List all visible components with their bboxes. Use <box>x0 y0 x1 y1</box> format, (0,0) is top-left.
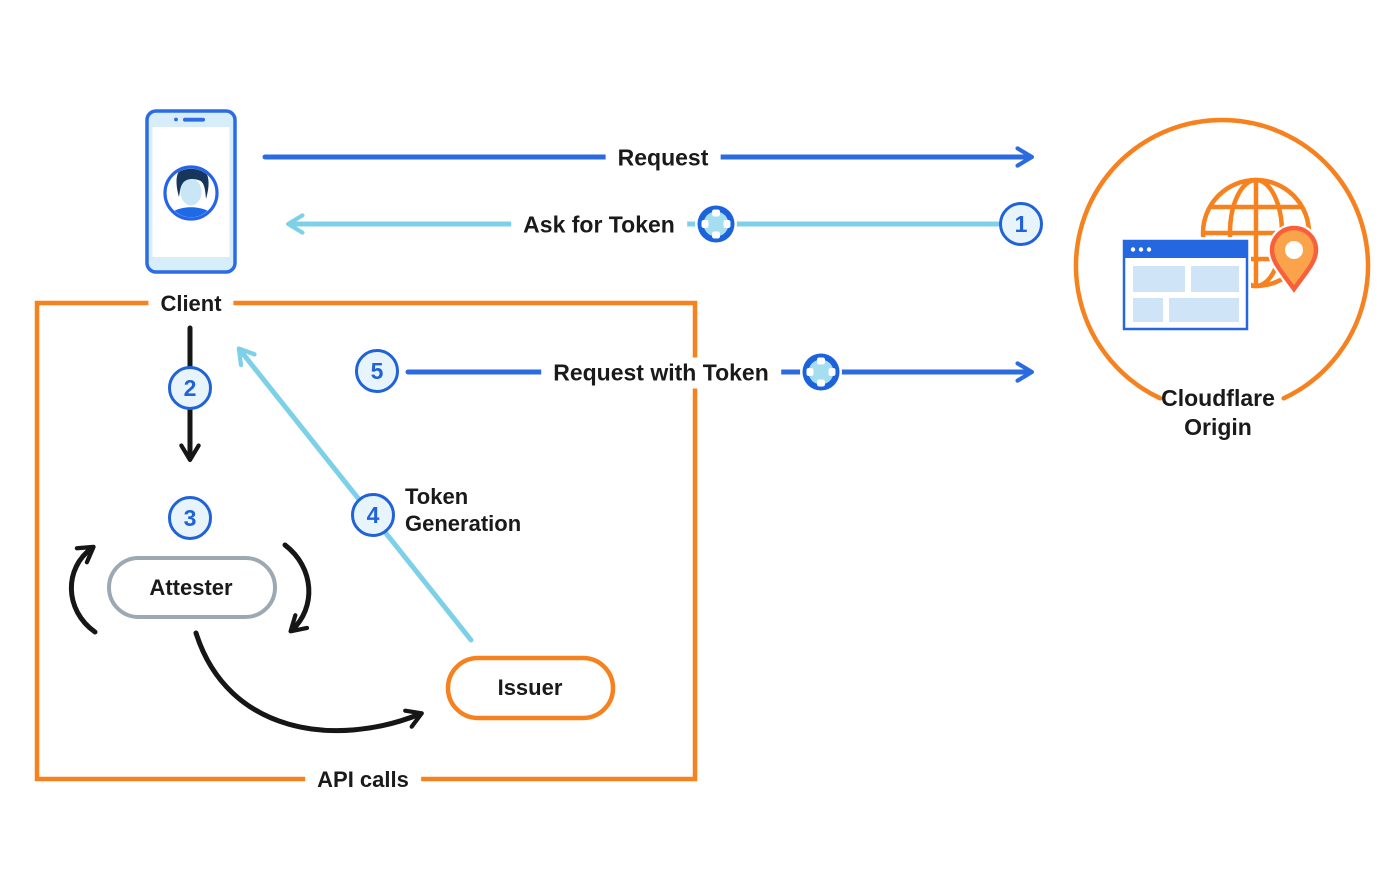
issuer-label: Issuer <box>497 675 563 700</box>
issuer-pill <box>445 655 616 721</box>
attester-to-issuer-arrow <box>193 630 424 734</box>
request-with-token-label: Request with Token <box>541 357 781 389</box>
attester-pill <box>107 556 277 619</box>
token-icon <box>695 203 737 245</box>
ask-for-token-label: Ask for Token <box>511 209 687 241</box>
api-calls-label: API calls <box>305 765 421 795</box>
location-pin-icon <box>1267 223 1321 297</box>
browser-window-icon <box>1120 237 1251 333</box>
step-badge-5: 5 <box>355 349 399 393</box>
token-generation-label: Token Generation <box>405 484 522 536</box>
attester-label: Attester <box>149 575 233 600</box>
request-label: Request <box>605 142 721 174</box>
user-avatar-icon <box>163 165 219 221</box>
step-badge-2: 2 <box>168 366 212 410</box>
attester-loop-arrow-left <box>68 544 98 635</box>
step-badge-4: 4 <box>351 493 395 537</box>
cloudflare-origin-label: Cloudflare Origin <box>1161 385 1275 440</box>
phone-speaker-bar <box>183 117 205 122</box>
phone-camera-dot <box>174 117 178 122</box>
step-badge-3: 3 <box>168 496 212 540</box>
token-icon <box>800 351 842 393</box>
origin-circle <box>1073 117 1371 401</box>
step-badge-1: 1 <box>999 202 1043 246</box>
client-device <box>145 109 237 274</box>
attester-loop-arrow-right <box>282 542 312 634</box>
client-label: Client <box>148 289 234 319</box>
token-generation-arrow <box>236 346 474 643</box>
